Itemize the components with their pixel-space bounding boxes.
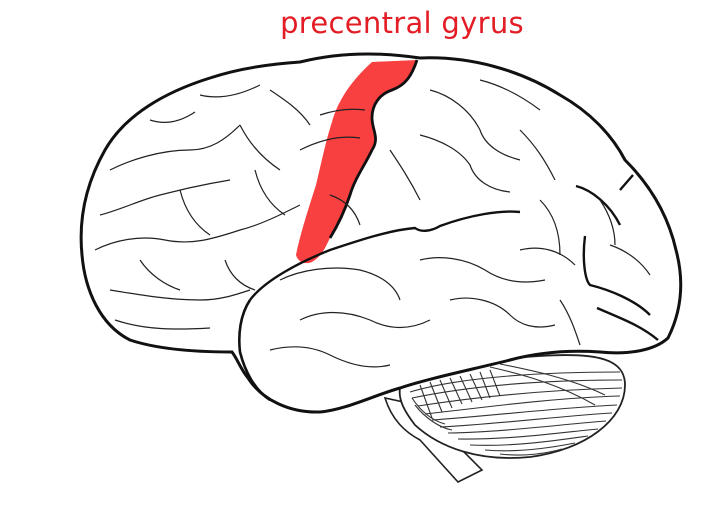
cerebrum-outline	[79, 52, 683, 414]
occipital-sulci	[575, 174, 659, 341]
central-sulcus	[328, 59, 419, 239]
precentral-gyrus-label: precentral gyrus	[280, 6, 524, 40]
gyri-lines	[94, 79, 651, 368]
precentral-gyrus-highlight	[296, 60, 417, 264]
temporal-lobe-front	[238, 299, 271, 402]
cerebellum	[398, 354, 626, 459]
lateral-fissure	[249, 210, 521, 301]
